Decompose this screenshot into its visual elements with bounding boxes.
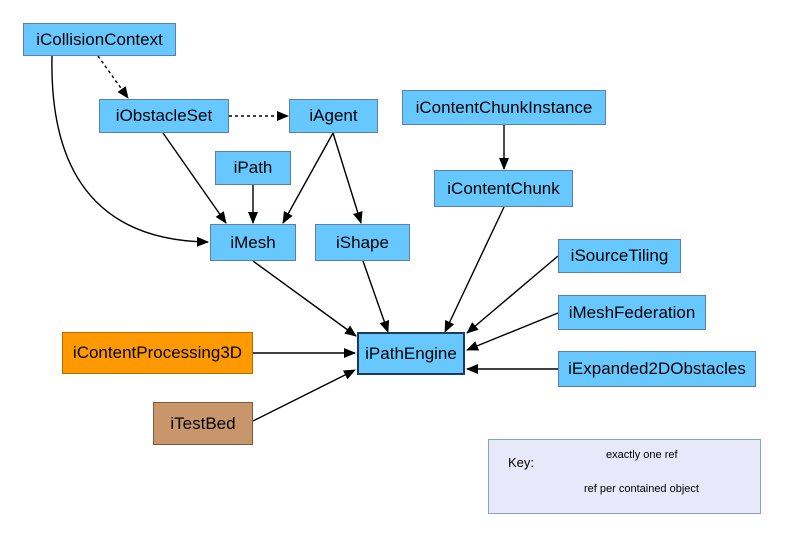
node-isourcetiling: iSourceTiling: [558, 239, 681, 273]
node-imeshfederation: iMeshFederation: [558, 295, 706, 330]
edge-obstacleset-mesh: [162, 132, 227, 224]
node-iobstacleset: iObstacleSet: [99, 99, 229, 133]
key-label: Key:: [508, 455, 535, 470]
node-icontentchunk: iContentChunk: [434, 170, 573, 207]
node-ishape: iShape: [315, 224, 410, 261]
node-iexpanded2dobstacles: iExpanded2DObstacles: [558, 351, 756, 387]
edge-meshfederation-pathengine: [466, 312, 559, 351]
key-dotted-label: ref per contained object: [584, 483, 699, 495]
edge-chunk-pathengine: [444, 206, 505, 333]
edge-sourcetiling-pathengine: [466, 255, 559, 334]
edge-testbed-pathengine: [252, 369, 356, 422]
edge-collisioncontext-mesh: [51, 55, 209, 247]
node-ipath: iPath: [215, 151, 291, 185]
node-icontentchunkinstance: iContentChunkInstance: [402, 90, 606, 125]
node-ipathengine: iPathEngine: [357, 332, 465, 375]
node-icontentprocessing3d: iContentProcessing3D: [62, 332, 253, 374]
edge-shape-pathengine: [362, 260, 390, 333]
key-box: [488, 439, 761, 514]
key-solid-label: exactly one ref: [606, 449, 678, 461]
node-itestbed: iTestBed: [153, 402, 253, 445]
node-imesh: iMesh: [210, 224, 296, 261]
edge-mesh-pathengine: [252, 260, 357, 337]
node-icollisioncontext: iCollisionContext: [23, 23, 176, 56]
edge-agent-mesh: [282, 132, 334, 224]
node-iagent: iAgent: [289, 99, 378, 133]
edge-collisioncontext-obstacleset: [97, 55, 129, 99]
edge-agent-shape: [332, 132, 363, 224]
